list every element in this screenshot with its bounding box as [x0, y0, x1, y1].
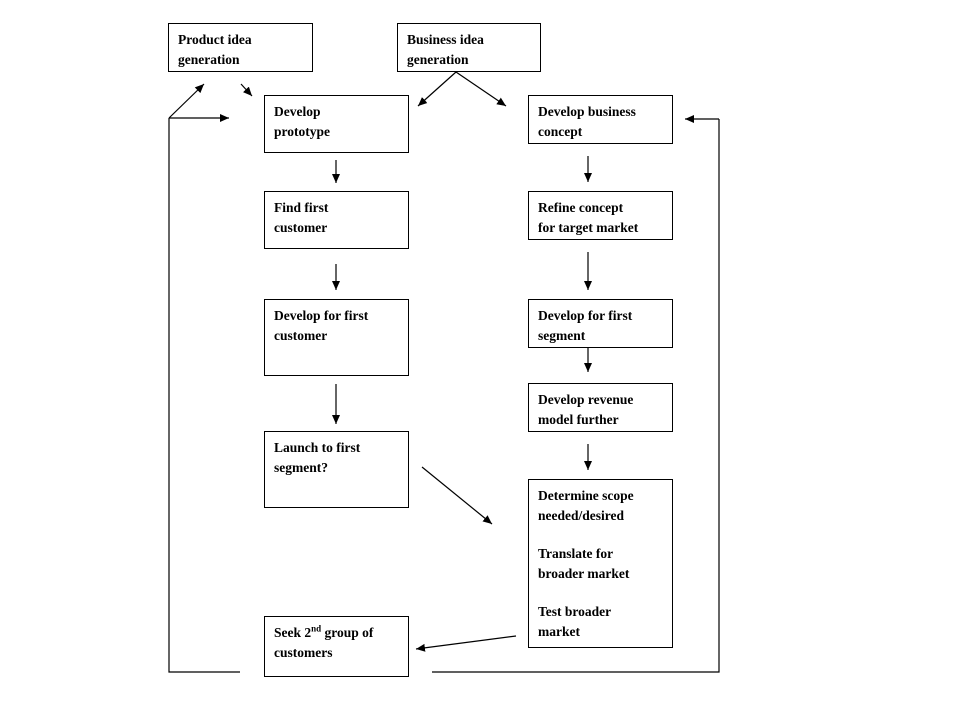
develop-revenue-model-line2: model further — [538, 412, 619, 427]
business-idea-line2: generation — [407, 52, 469, 67]
find-first-customer-line2: customer — [274, 220, 328, 235]
develop-prototype-box: Develop prototype — [264, 95, 409, 153]
develop-prototype-line1: Develop — [274, 104, 321, 119]
arrow-product-to-prototype — [240, 83, 253, 97]
product-idea-line2: generation — [178, 52, 240, 67]
test-broader-line1: Test broader — [538, 604, 612, 619]
loop-right-line — [432, 119, 720, 673]
determine-scope-line2: needed/desired — [538, 508, 625, 523]
seek-second-group-box: Seek 2nd group of customers — [264, 616, 409, 677]
develop-first-segment-line2: segment — [538, 328, 586, 343]
launch-first-segment-box: Launch to first segment? — [264, 431, 409, 508]
develop-first-segment-line1: Develop for first — [538, 308, 633, 323]
seek-superscript: nd — [311, 623, 322, 634]
develop-first-segment-box: Develop for first segment — [528, 299, 673, 348]
loop-left-line — [168, 118, 240, 673]
determine-scope-box: Determine scope needed/desired Translate… — [528, 479, 673, 648]
business-idea-line1: Business idea — [407, 32, 484, 47]
business-idea-box: Business idea generation — [397, 23, 541, 72]
arrow-business-to-prototype — [417, 71, 457, 107]
seek-prefix: Seek 2 — [274, 625, 312, 640]
product-idea-box: Product idea generation — [168, 23, 313, 72]
arrow-loop-to-product — [168, 83, 205, 119]
develop-first-customer-line1: Develop for first — [274, 308, 369, 323]
develop-first-customer-line2: customer — [274, 328, 328, 343]
arrow-business-to-concept — [455, 71, 507, 107]
arrow-launch-to-scope — [421, 466, 493, 525]
launch-first-segment-line1: Launch to first — [274, 440, 361, 455]
launch-first-segment-line2: segment? — [274, 460, 328, 475]
seek-second-group-line1: Seek 2nd group of — [274, 623, 399, 643]
translate-broader-line1: Translate for — [538, 546, 614, 561]
develop-revenue-model-box: Develop revenue model further — [528, 383, 673, 432]
develop-business-concept-line2: concept — [538, 124, 583, 139]
determine-scope-line1: Determine scope — [538, 488, 634, 503]
develop-first-customer-box: Develop for first customer — [264, 299, 409, 376]
develop-prototype-line2: prototype — [274, 124, 330, 139]
refine-concept-line2: for target market — [538, 220, 639, 235]
arrow-scope-to-seek — [415, 635, 517, 652]
develop-business-concept-line1: Develop business — [538, 104, 636, 119]
product-idea-line1: Product idea — [178, 32, 252, 47]
refine-concept-box: Refine concept for target market — [528, 191, 673, 240]
develop-revenue-model-line1: Develop revenue — [538, 392, 634, 407]
find-first-customer-line1: Find first — [274, 200, 329, 215]
seek-suffix: group of — [321, 625, 374, 640]
find-first-customer-box: Find first customer — [264, 191, 409, 249]
seek-second-group-line2: customers — [274, 645, 333, 660]
refine-concept-line1: Refine concept — [538, 200, 624, 215]
translate-broader-line2: broader market — [538, 566, 630, 581]
test-broader-line2: market — [538, 624, 580, 639]
develop-business-concept-box: Develop business concept — [528, 95, 673, 144]
